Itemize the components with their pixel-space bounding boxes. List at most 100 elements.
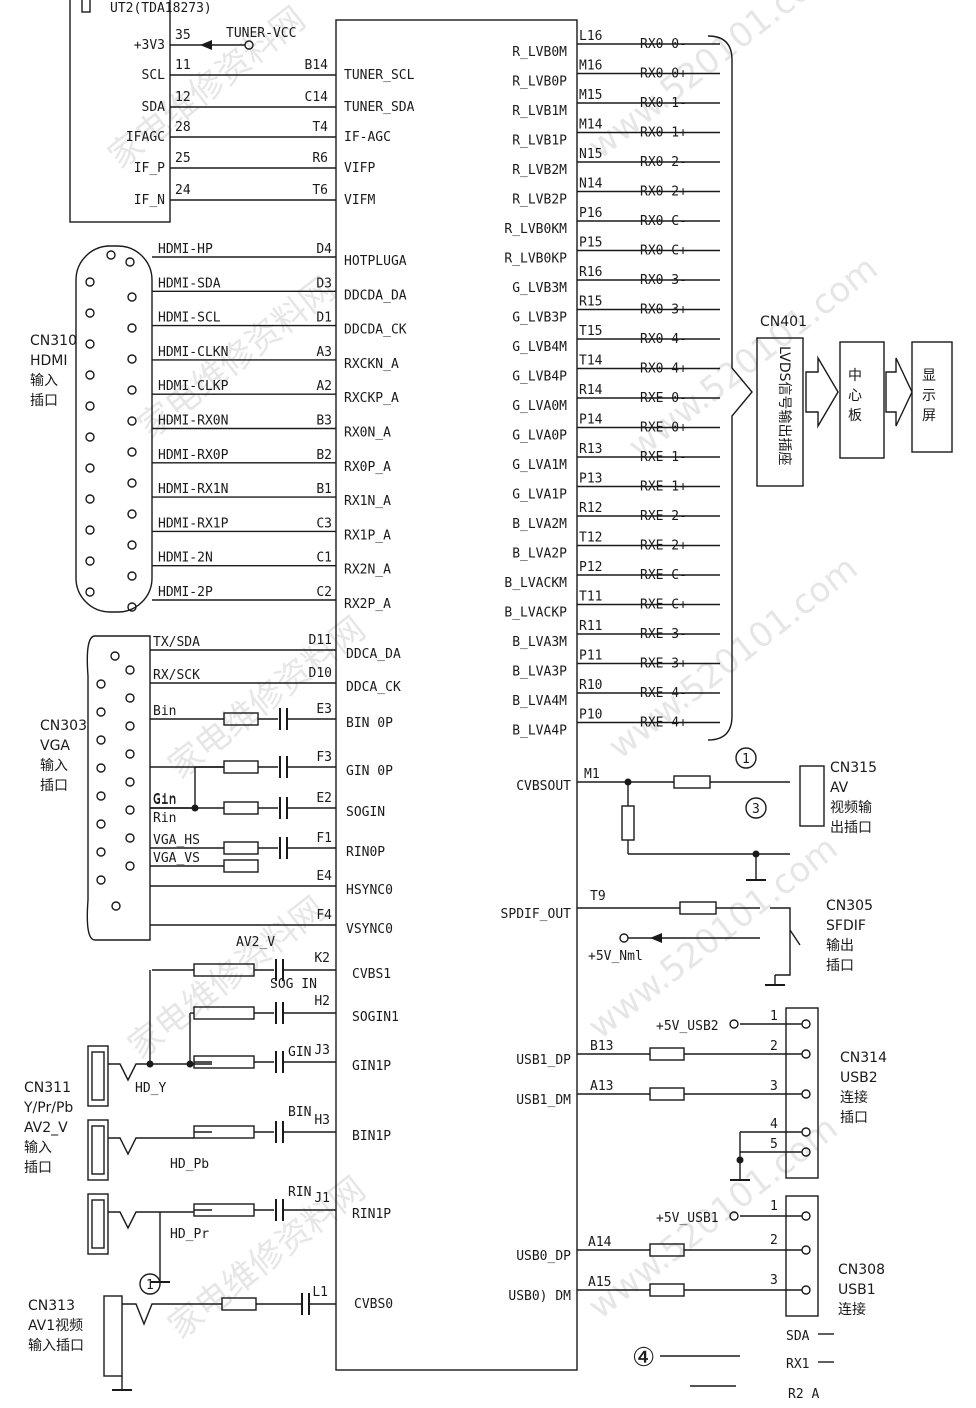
pin-circle	[127, 509, 137, 519]
chip-pin-label: USB1_DM	[516, 1093, 571, 1108]
tuner-pin-name: IF_P	[134, 161, 165, 176]
chip-pin-label: G_LVA1P	[512, 488, 567, 503]
ypbpr-signal-name: AV2_V	[236, 935, 275, 950]
pin-circle	[111, 901, 121, 911]
usb1-pin-number: 3	[770, 1273, 778, 1288]
vga-resistor	[223, 801, 259, 815]
tuner-chip-name: UT2(TDA18273)	[110, 1, 212, 16]
rca-jack-inner	[91, 1051, 105, 1101]
chip-pin-label: USB0_DP	[516, 1249, 571, 1264]
chip-pin-number: C3	[316, 516, 332, 531]
hdmi-signal-name: HDMI-RX0P	[158, 448, 229, 463]
hdmi-connector-label: 输入	[30, 373, 58, 389]
chip-pin-number: P13	[579, 472, 602, 487]
tuner-vcc-label: TUNER-VCC	[226, 26, 296, 41]
usb2-connector-label: 连接	[840, 1089, 868, 1106]
pin-circle	[85, 494, 95, 504]
watermark-text: 家电维修资料网	[161, 1169, 373, 1347]
chip-pin-number: T9	[590, 889, 606, 904]
hdmi-signal-name: HDMI-RX1P	[158, 516, 229, 531]
chip-pin-label: SPDIF_OUT	[501, 907, 572, 922]
cvbsout-resistor	[673, 775, 711, 789]
chip-pin-label: CVBSOUT	[516, 779, 571, 794]
tuner-pin-number: 24	[175, 183, 191, 198]
chip-pin-number: R15	[579, 295, 602, 310]
usb2-resistor	[649, 1087, 685, 1101]
rca-jack-inner	[91, 1199, 105, 1249]
pin-circle	[801, 1211, 811, 1221]
chip-pin-label: R_LVB0M	[512, 45, 567, 60]
footer-stub: SDA	[786, 1329, 810, 1344]
chip-pin-number: B13	[590, 1039, 613, 1054]
ground-symbol	[730, 1170, 750, 1181]
ypbpr-capacitor	[275, 1199, 284, 1221]
cvbsout-connector-label: 视频输	[830, 800, 872, 816]
chip-pin-label: RX1N_A	[344, 494, 391, 509]
vga-connector-label: CN303	[40, 718, 87, 734]
usb1-connector-label: 连接	[838, 1301, 866, 1318]
footer-stub: R2 A	[788, 1387, 819, 1402]
chip-pin-label: VIFM	[344, 193, 375, 208]
pin-circle	[125, 749, 135, 759]
ypbpr-capacitor	[275, 1121, 284, 1143]
ypbpr-connector-label: Y/Pr/Pb	[23, 1100, 73, 1116]
chip-pin-label: DDCA_CK	[346, 680, 401, 695]
pin-circle	[127, 602, 137, 612]
hdmi-signal-name: HDMI-RX0N	[158, 414, 228, 429]
chip-pin-label: G_LVA0M	[512, 399, 567, 414]
ypbpr-signal-name: GIN	[288, 1045, 311, 1060]
chip-pin-number: R13	[579, 442, 602, 457]
arrow-icon	[650, 933, 662, 943]
chip-pin-label: DDCDA_CK	[344, 323, 407, 338]
chip-pin-number: N15	[579, 147, 602, 162]
chip-pin-label: G_LVB3M	[512, 281, 567, 296]
chip-pin-label: R_LVB1P	[512, 134, 567, 149]
cvbsout-connector-label: AV	[830, 780, 849, 796]
usb2-connector-label: 插口	[840, 1110, 868, 1126]
lvds-net-label: RX0 1+	[640, 126, 687, 141]
lvds-net-label: RXE 4+	[640, 716, 687, 731]
ground-symbol	[112, 1380, 132, 1391]
lvds-net-label: RX0 1-	[640, 96, 687, 111]
lvds-net-label: RXE 1+	[640, 480, 687, 495]
rca-jack	[87, 1193, 109, 1255]
chip-pin-number: A3	[316, 345, 332, 360]
chip-pin-label: R_LVB1M	[512, 104, 567, 119]
center-board-label: 板	[848, 408, 862, 424]
junction	[146, 1060, 154, 1068]
lvds-net-label: RX0 3-	[640, 273, 687, 288]
pin-circle	[85, 370, 95, 380]
chip-pin-label: R_LVB0KP	[504, 252, 567, 267]
chip-pin-number: J1	[314, 1191, 330, 1206]
av1-contact	[122, 1303, 222, 1326]
chip-pin-number: A14	[588, 1235, 612, 1250]
chip-pin-label: RX0N_A	[344, 426, 391, 441]
pin-circle	[85, 308, 95, 318]
chip-pin-label: B_LVACKP	[504, 606, 567, 621]
ypbpr-signal-name: SOG IN	[270, 977, 317, 992]
chip-pin-number: T12	[579, 531, 602, 546]
chip-pin-number: T11	[579, 590, 602, 605]
rca-jack-inner	[91, 1125, 105, 1175]
usb1-connector-label: CN308	[838, 1262, 885, 1278]
chip-pin-number: E4	[316, 869, 332, 884]
chip-pin-number: C14	[305, 90, 329, 105]
footer-marker: ④	[632, 1343, 655, 1373]
chip-body	[335, 19, 578, 1371]
usb2-pin-number: 5	[770, 1137, 778, 1152]
chip-pin-label: IF-AGC	[344, 130, 391, 145]
chip-pin-label: DDCDA_DA	[344, 288, 407, 303]
pin-circle	[96, 791, 106, 801]
av1-connector-label: 输入插口	[28, 1338, 84, 1354]
pin-circle	[125, 833, 135, 843]
chip-pin-label: RX1P_A	[344, 528, 391, 543]
chip-pin-number: E2	[316, 791, 332, 806]
ypbpr-section: CN311Y/Pr/PbAV2_V输入插口K2CVBS1H2SOGIN1J3GI…	[23, 935, 399, 1283]
chip-pin-label: G_LVB4P	[512, 370, 567, 385]
chip-pin-number: T6	[312, 183, 328, 198]
junction	[191, 804, 199, 812]
chip-pin-label: CVBS1	[352, 967, 391, 982]
hdmi-signal-name: HDMI-RX1N	[158, 482, 228, 497]
lvds-net-label: RXE 3-	[640, 627, 687, 642]
chip-pin-number: F4	[316, 908, 332, 923]
